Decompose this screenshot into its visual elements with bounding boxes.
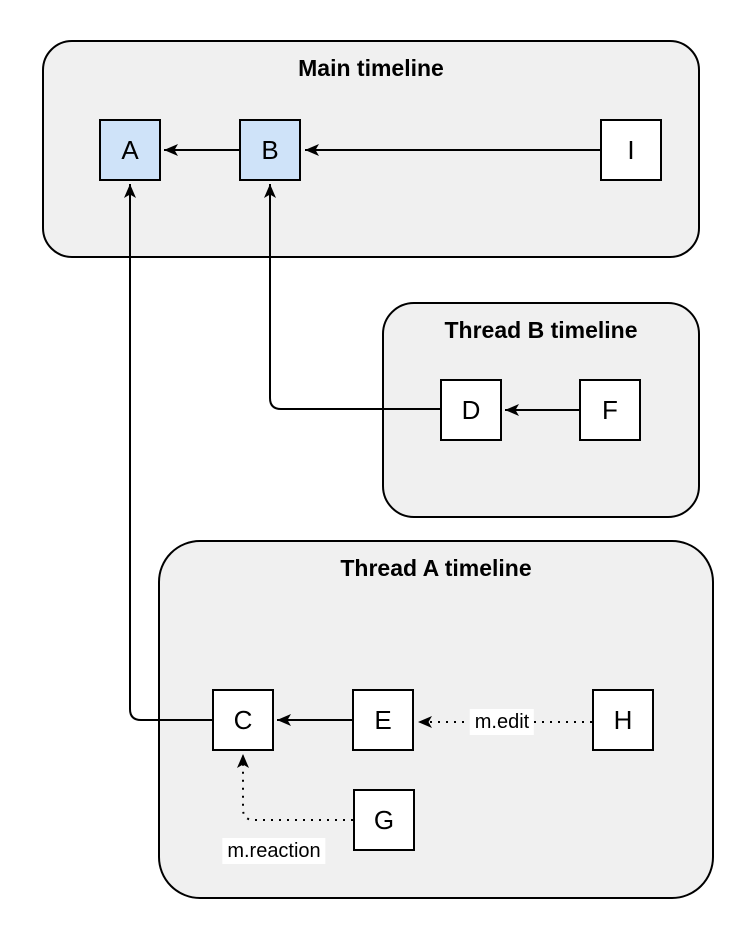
node-a: A <box>99 119 161 181</box>
node-i: I <box>600 119 662 181</box>
container-title-thread-b: Thread B timeline <box>444 317 638 343</box>
node-d-label: D <box>461 394 481 425</box>
node-e: E <box>352 689 414 751</box>
node-i-label: I <box>627 134 635 165</box>
node-c: C <box>212 689 274 751</box>
container-title-thread-a: Thread A timeline <box>340 555 532 581</box>
node-b-label: B <box>261 134 279 165</box>
node-g: G <box>353 789 415 851</box>
node-a-label: A <box>121 134 139 165</box>
node-g-label: G <box>373 804 395 835</box>
node-e-label: E <box>374 704 392 735</box>
container-thread-b-timeline: Thread B timeline <box>382 302 700 518</box>
edge-label-m-edit: m.edit <box>469 709 535 735</box>
node-h: H <box>592 689 654 751</box>
node-h-label: H <box>613 704 633 735</box>
node-b: B <box>239 119 301 181</box>
node-f: F <box>579 379 641 441</box>
container-title-main: Main timeline <box>298 55 444 81</box>
edge-label-m-reaction: m.reaction <box>222 838 326 864</box>
node-f-label: F <box>602 394 618 425</box>
node-c-label: C <box>233 704 253 735</box>
node-d: D <box>440 379 502 441</box>
